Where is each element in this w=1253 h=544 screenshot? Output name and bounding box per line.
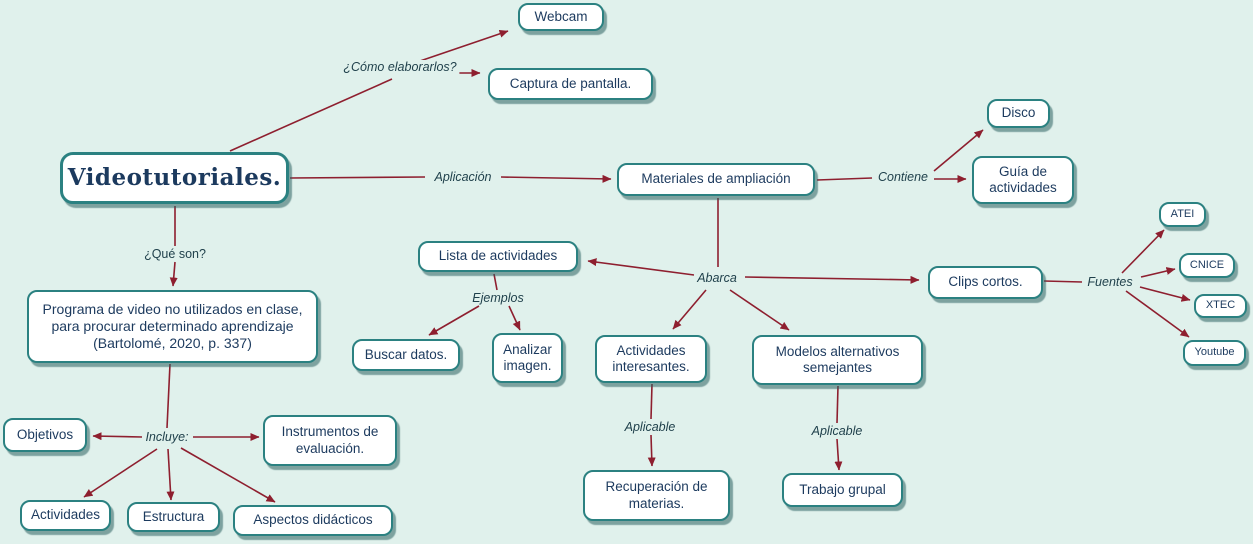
node-objetivos[interactable]: Objetivos [3,418,87,452]
arrow-incluye-objetivos [92,432,143,441]
arrow-abarca-modelos [729,289,790,331]
node-analizar-imagen[interactable]: Analizar imagen. [492,333,563,383]
arrow-fuentes-xtec [1139,286,1191,302]
line-lista-ejemplos [493,273,498,291]
node-disco[interactable]: Disco [987,99,1050,128]
edge-label-fuentes[interactable]: Fuentes [1084,275,1136,289]
edge-label-aplicable-recuperacion[interactable]: Aplicable [621,420,679,434]
node-webcam[interactable]: Webcam [518,3,604,31]
node-actividades-interesantes[interactable]: Actividades interesantes. [595,335,707,383]
arrow-abarca-clips [744,275,920,284]
arrow-aplicable-recuperacion [647,434,656,467]
arrow-aplicacion-materiales [500,174,612,183]
line-programa-incluye [166,363,171,429]
edge-label-incluye[interactable]: Incluye: [142,430,192,444]
line-materiales-contiene [816,177,873,181]
node-guia-de-actividades[interactable]: Guía de actividades [972,156,1074,204]
node-buscar-datos[interactable]: Buscar datos. [352,339,460,371]
node-materiales-de-ampliacion[interactable]: Materiales de ampliación [617,163,815,196]
node-captura-de-pantalla[interactable]: Captura de pantalla. [488,68,653,100]
node-programa-definicion[interactable]: Programa de video no utilizados en clase… [27,290,318,363]
node-actividades[interactable]: Actividades [20,500,111,531]
line-actividadesint-aplicable [650,383,653,420]
node-videotutoriales[interactable]: Videotutoriales. [60,152,289,204]
node-aspectos-didacticos[interactable]: Aspectos didácticos [233,505,393,536]
node-youtube[interactable]: Youtube [1183,340,1246,366]
node-trabajo-grupal[interactable]: Trabajo grupal [782,473,903,507]
node-recuperacion-de-materias[interactable]: Recuperación de materias. [583,470,730,521]
arrow-ejemplos-analizar [508,305,521,331]
edge-label-aplicacion[interactable]: Aplicación [431,170,495,184]
arrow-fuentes-youtube [1125,290,1190,338]
arrow-aplicable-trabajo [834,438,843,471]
arrow-ejemplos-buscar [428,305,480,336]
edge-label-contiene[interactable]: Contiene [874,170,932,184]
arrow-fuentes-atei [1121,229,1165,274]
node-lista-de-actividades[interactable]: Lista de actividades [418,241,578,272]
node-xtec[interactable]: XTEC [1194,294,1247,318]
edge-label-que-son[interactable]: ¿Qué son? [141,247,209,261]
node-instrumentos-de-evaluacion[interactable]: Instrumentos de evaluación. [263,415,397,466]
arrow-abarca-lista [587,258,695,276]
arrow-incluye-actividades [83,448,158,498]
edge-label-abarca[interactable]: Abarca [694,271,740,285]
node-modelos-alternativos[interactable]: Modelos alternativos semejantes [752,335,923,385]
arrow-abarca-actividadesint [672,289,707,330]
line-modelos-aplicable [836,385,839,424]
node-estructura[interactable]: Estructura [127,502,220,532]
line-clips-fuentes [1043,280,1083,283]
arrow-incluye-estructura [166,448,175,501]
arrow-incluye-aspectos [180,447,276,503]
edge-label-ejemplos[interactable]: Ejemplos [469,291,527,305]
line-videotutoriales-como [229,78,393,152]
edge-label-como-elaborarlos[interactable]: ¿Cómo elaborarlos? [340,60,460,74]
arrow-fuentes-cnice [1140,267,1176,278]
node-clips-cortos[interactable]: Clips cortos. [928,266,1043,299]
node-atei[interactable]: ATEI [1159,202,1206,227]
node-cnice[interactable]: CNICE [1179,253,1235,278]
arrow-queson-programa [169,261,178,287]
arrow-como-webcam [419,29,509,62]
edge-label-aplicable-trabajo[interactable]: Aplicable [808,424,866,438]
line-videotutoriales-aplicacion [289,176,426,179]
